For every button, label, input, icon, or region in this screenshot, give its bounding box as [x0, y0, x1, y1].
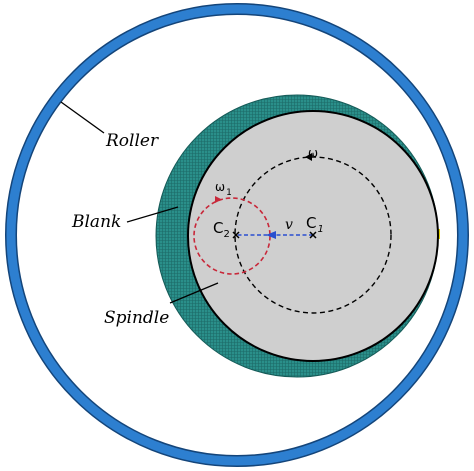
velocity-arrowhead	[266, 231, 276, 239]
omega1-sub: 1	[226, 188, 232, 198]
omega1-main: ω	[215, 180, 225, 194]
omega1-arrow	[215, 196, 222, 203]
blank-label: Blank	[71, 212, 121, 232]
omega1-label: ω1	[215, 180, 232, 198]
c2-label: C2	[213, 219, 230, 240]
c2-main: C	[213, 219, 223, 237]
roller-leader	[60, 101, 105, 134]
spindle-leader	[169, 282, 219, 304]
omega-arrow	[305, 153, 312, 161]
roller-ring-face	[6, 4, 468, 466]
velocity-label: v	[285, 217, 293, 233]
c1-sub: 1	[317, 224, 323, 235]
c2-sub: 2	[223, 229, 229, 240]
spindle-rotation-path	[234, 156, 392, 314]
blank-leader	[126, 206, 179, 223]
roller-label: Roller	[105, 131, 159, 151]
spindle-label: Spindle	[104, 308, 169, 328]
c1-marker	[309, 231, 317, 239]
c1-main: C	[306, 214, 316, 232]
c1-label: C1	[306, 214, 324, 235]
c2-marker	[232, 231, 240, 239]
omega-label: ω	[308, 146, 318, 160]
